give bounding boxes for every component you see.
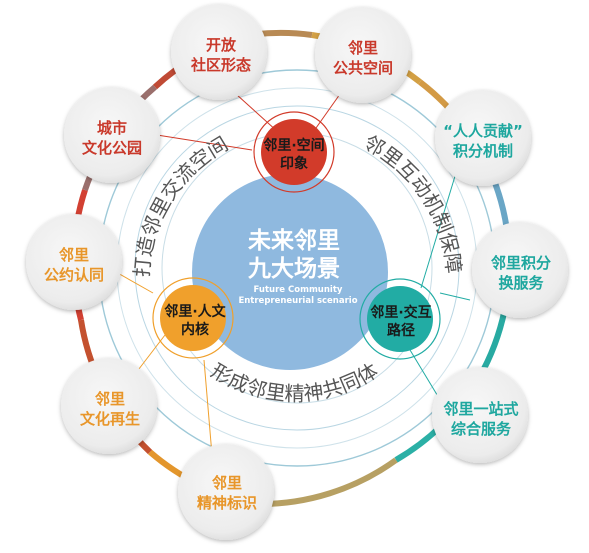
hub-humanities-line1: 邻里·人文 [164, 303, 226, 320]
satellite-points-exchange-line1: 邻里积分 [490, 254, 551, 272]
satellite-spirit-sign-line2: 精神标识 [197, 494, 257, 512]
hub-interaction-line2: 路径 [387, 322, 415, 339]
satellite-public-space-line2: 公共空间 [333, 59, 393, 77]
satellite-points-exchange: 邻里积分 换服务 [472, 222, 568, 318]
satellite-spirit-sign-line1: 邻里 [211, 474, 242, 492]
center-subtitle-line2: Entrepreneurial scenario [238, 296, 357, 306]
inner-ring [134, 105, 460, 431]
hub-space: 邻里·空间 印象 [253, 111, 335, 193]
satellite-city-park: 城市 文化公园 [64, 87, 160, 183]
satellite-culture-revival-line1: 邻里 [94, 390, 125, 408]
satellite-one-stop-line2: 综合服务 [451, 420, 512, 438]
hub-humanities: 邻里·人文 内核 [152, 277, 234, 359]
ring-segment [255, 457, 398, 508]
hub-interaction-line1: 邻里·交互 [370, 304, 431, 321]
satellite-open-form-line2: 社区形态 [190, 56, 251, 74]
satellite-culture-revival: 邻里 文化再生 [61, 358, 157, 454]
hub-humanities-line2: 内核 [181, 321, 209, 338]
connector-line [203, 359, 213, 456]
satellite-contribution-line1: “人人贡献” [443, 122, 523, 140]
satellite-one-stop: 邻里一站式 综合服务 [432, 367, 528, 463]
satellite-points-exchange-line2: 换服务 [498, 274, 544, 292]
satellite-culture-revival-line2: 文化再生 [80, 410, 140, 428]
satellite-public-space-line1: 邻里 [347, 39, 378, 57]
satellite-city-park-line2: 文化公园 [82, 139, 142, 157]
hub-space-line1: 邻里·空间 [263, 137, 324, 154]
satellite-public-pact-line1: 邻里 [58, 246, 89, 264]
satellite-city-park-line1: 城市 [97, 119, 127, 137]
satellite-one-stop-line1: 邻里一站式 [442, 400, 518, 418]
satellite-contribution: “人人贡献” 积分机制 [435, 90, 531, 186]
center-title-line1: 未来邻里 [248, 228, 340, 254]
hub-interaction: 邻里·交互 路径 [359, 278, 441, 360]
satellite-public-space: 邻里 公共空间 [315, 7, 411, 103]
satellite-contribution-line2: 积分机制 [453, 142, 513, 160]
satellite-open-form: 开放 社区形态 [171, 4, 267, 100]
satellite-spirit-sign: 邻里 精神标识 [178, 444, 274, 540]
satellite-public-pact: 邻里 公约认同 [26, 214, 122, 310]
center-title-line2: 九大场景 [247, 256, 340, 282]
satellite-open-form-line1: 开放 [206, 36, 237, 54]
satellite-public-pact-line2: 公约认同 [44, 266, 104, 284]
center-circle: 未来邻里 九大场景 Future Community Entrepreneuri… [192, 174, 388, 370]
center-subtitle-line1: Future Community [254, 285, 343, 295]
hub-space-line2: 印象 [280, 155, 308, 172]
connector-line [439, 292, 471, 301]
